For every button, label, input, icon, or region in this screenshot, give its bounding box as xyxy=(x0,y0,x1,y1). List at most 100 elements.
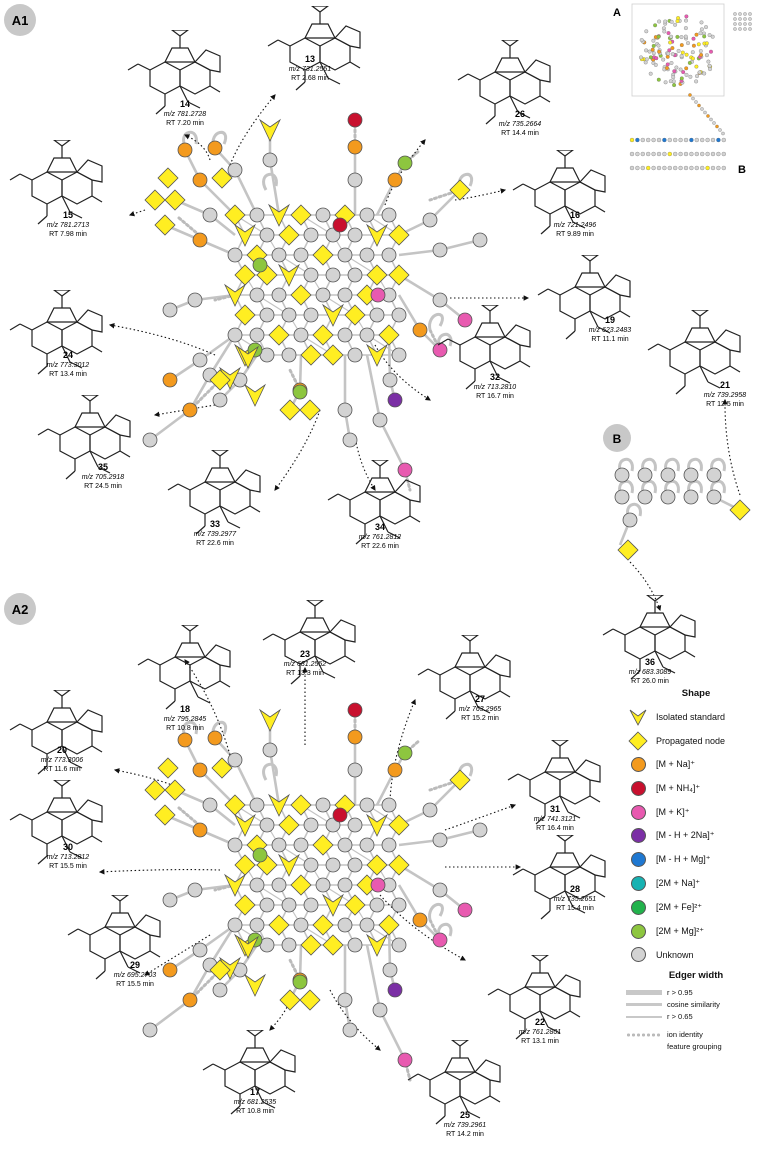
chemical-structure xyxy=(37,395,131,480)
network-node xyxy=(337,287,353,303)
isolated-standard-node xyxy=(243,383,267,407)
network-node xyxy=(162,962,178,978)
network-node xyxy=(432,882,448,898)
network-node xyxy=(359,207,375,223)
legend-row-adduct: [M + Na]⁺ xyxy=(626,753,766,777)
network-node xyxy=(381,837,397,853)
propagated-node xyxy=(157,757,179,779)
compound-id: 32 xyxy=(490,372,500,382)
legend-shape-title: Shape xyxy=(681,688,711,699)
diamond-node-icon xyxy=(628,731,648,751)
network-node xyxy=(162,372,178,388)
legend-row-propagated-node: Propagated node xyxy=(626,729,766,753)
legend-label-adduct: [2M + Mg]²⁺ xyxy=(656,925,705,936)
compound-rt: RT 14.4 min xyxy=(501,130,539,137)
network-node xyxy=(325,857,341,873)
network-edge xyxy=(378,419,407,471)
network-node xyxy=(249,327,265,343)
network-node xyxy=(432,832,448,848)
compound-mz: m/z 739.2977 xyxy=(194,531,238,538)
propagated-node xyxy=(290,284,312,306)
annotation-arrow xyxy=(128,209,146,217)
network-node xyxy=(391,347,407,363)
propagated-node xyxy=(290,204,312,226)
network-node xyxy=(207,730,223,746)
propagated-node xyxy=(234,304,256,326)
network-node xyxy=(212,982,228,998)
chemical-structure xyxy=(407,1040,501,1125)
legend-row-adduct: [2M + Na]⁺ xyxy=(626,872,766,896)
compound-rt: RT 13.3 min xyxy=(286,670,324,677)
isolated-standard-node xyxy=(365,813,389,837)
isolated-standard-node xyxy=(365,933,389,957)
network-node xyxy=(347,857,363,873)
compound-id: 24 xyxy=(63,350,73,360)
legend-edge-strong: r > 0.95 xyxy=(626,987,766,999)
panel-badge-a2: A2 xyxy=(4,593,36,625)
network-edge xyxy=(268,159,281,216)
network-node xyxy=(372,1002,388,1018)
network-node xyxy=(391,897,407,913)
network-node xyxy=(387,392,403,408)
network-node xyxy=(372,412,388,428)
network-node xyxy=(192,232,208,248)
legend-edge-r1-label: r > 0.95 xyxy=(667,988,693,998)
isolated-standard-node xyxy=(258,118,282,142)
compound-mz: m/z 683.3089 xyxy=(629,669,672,676)
network-node xyxy=(271,247,287,263)
propagated-node xyxy=(279,989,301,1011)
propagated-node xyxy=(300,344,322,366)
propagated-node xyxy=(211,757,233,779)
compound-rt: RT 22.6 min xyxy=(196,540,234,547)
network-edge xyxy=(398,863,441,892)
network-node xyxy=(660,489,676,505)
network-node xyxy=(271,287,287,303)
compound-mz: m/z 773.3006 xyxy=(41,757,84,764)
overview-inset: A B xyxy=(613,3,752,176)
compound-mz: m/z 623.2483 xyxy=(589,327,632,334)
propagated-node xyxy=(344,894,366,916)
compound-rt: RT 13.4 min xyxy=(49,371,87,378)
network-node xyxy=(359,917,375,933)
network-node xyxy=(337,327,353,343)
propagated-node xyxy=(234,264,256,286)
network-edge xyxy=(149,998,191,1032)
network-node xyxy=(359,247,375,263)
legend-edge-r2-label: r > 0.65 xyxy=(667,1012,693,1022)
compound-rt: RT 11.1 min xyxy=(591,336,628,343)
legend-label-adduct: [M + NH₄]⁺ xyxy=(656,782,701,793)
chemical-structure xyxy=(437,305,531,390)
network-node xyxy=(192,172,208,188)
propagated-node xyxy=(211,167,233,189)
network-node xyxy=(637,489,653,505)
propagated-node xyxy=(300,934,322,956)
propagated-node xyxy=(157,167,179,189)
network-edge xyxy=(378,1009,407,1061)
self-loop-edge xyxy=(262,763,278,781)
network-node xyxy=(347,937,363,953)
compound-rt: RT 15.4 min xyxy=(556,905,594,912)
compound-rt: RT 11.6 min xyxy=(43,766,80,773)
network-node xyxy=(182,992,198,1008)
network-node xyxy=(303,267,319,283)
compound-rt: RT 15.5 min xyxy=(116,981,154,988)
network-edge xyxy=(398,273,441,302)
adduct-color-dot-icon xyxy=(630,875,646,891)
network-node xyxy=(332,807,348,823)
network-node xyxy=(337,917,353,933)
network-node xyxy=(142,1022,158,1038)
inset-label-b: B xyxy=(738,164,746,176)
adduct-color-dot-icon xyxy=(630,923,646,939)
legend-edge-title: Edger width xyxy=(668,969,724,981)
network-node xyxy=(281,897,297,913)
network-node xyxy=(303,307,319,323)
isolated-standard-node xyxy=(223,283,247,307)
